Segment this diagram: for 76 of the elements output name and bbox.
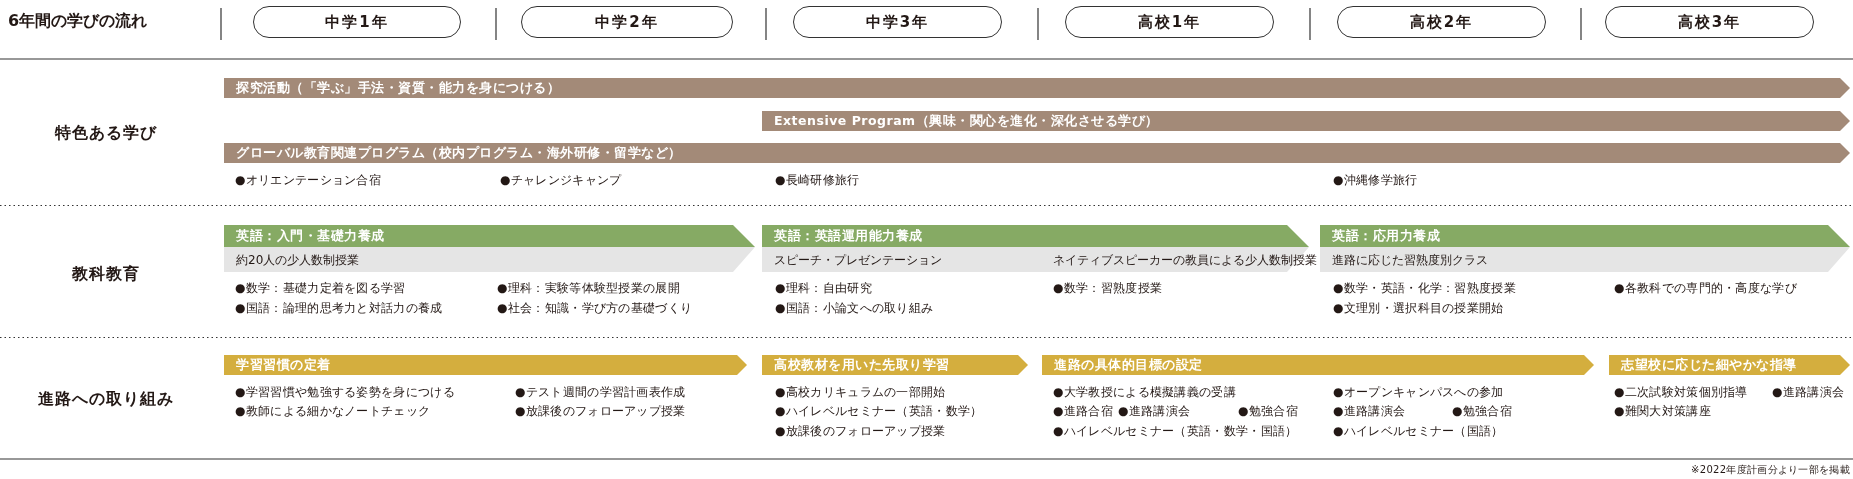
arrow-band <box>762 111 1850 131</box>
bullet-item: ●文理別・選択科目の授業開始 <box>1333 299 1504 317</box>
year-label: 高校1年 <box>1137 12 1202 32</box>
arrow-band <box>224 225 755 247</box>
band-label: Extensive Program（興味・関心を進化・深化させる学び） <box>774 112 1159 130</box>
bullet-item: ●理科：実験等体験型授業の展開 <box>497 279 680 297</box>
bullet-item: ●理科：自由研究 <box>775 279 872 297</box>
band-label: 英語：入門・基礎力養成 <box>236 227 385 245</box>
bullet-item: ●テスト週間の学習計画表作成 <box>515 383 686 401</box>
band-label: ネイティブスピーカーの教員による少人数制授業 <box>1053 251 1317 268</box>
band-label: 高校教材を用いた先取り学習 <box>774 356 950 374</box>
bullet-item: ●勉強合宿 <box>1238 402 1298 420</box>
arrow-band <box>762 355 1028 375</box>
bullet-item: ●進路講演会 <box>1772 383 1845 401</box>
year-label: 高校2年 <box>1409 12 1474 32</box>
bullet-item: ●国語：小論文への取り組み <box>775 299 934 317</box>
arrow-band <box>1609 355 1850 375</box>
band-label: 英語：応用力養成 <box>1332 227 1440 245</box>
bullet-item: ●放課後のフォローアップ授業 <box>775 422 946 440</box>
bullet-item: ●二次試験対策個別指導 <box>1614 383 1748 401</box>
bullet-item: ●高校カリキュラムの一部開始 <box>775 383 946 401</box>
band-label: スピーチ・プレゼンテーション <box>774 251 942 268</box>
year-pill <box>521 6 733 38</box>
year-pill <box>1065 6 1274 38</box>
bullet-item: ●ハイレベルセミナー（国語） <box>1333 422 1504 440</box>
bullet-item: ●数学：基礎力定着を図る学習 <box>235 279 406 297</box>
bullet-item: ●放課後のフォローアップ授業 <box>515 402 686 420</box>
year-label: 中学3年 <box>865 12 930 32</box>
bullet-item: ●難関大対策講座 <box>1614 402 1711 420</box>
bullet-item: ●教師による細かなノートチェック <box>235 402 431 420</box>
year-pill <box>793 6 1002 38</box>
subheading-band <box>1320 247 1850 272</box>
band-label: 探究活動（「学ぶ」手法・資質・能力を身につける） <box>236 79 560 97</box>
subheading-band <box>224 247 755 272</box>
bullet-item: ●オリエンテーション合宿 <box>235 171 382 189</box>
bullet-item: ●数学・英語・化学：習熟度授業 <box>1333 279 1516 297</box>
bullet-item: ●ハイレベルセミナー（英語・数学・国語） <box>1053 422 1298 440</box>
arrow-band <box>224 143 1850 163</box>
row-heading: 進路への取り組み <box>38 388 174 410</box>
arrow-band <box>224 78 1850 98</box>
year-label: 高校3年 <box>1677 12 1742 32</box>
band-label: グローバル教育関連プログラム（校内プログラム・海外研修・留学など） <box>236 144 682 162</box>
band-label: 学習習慣の定着 <box>236 356 331 374</box>
band-label: 進路に応じた習熟度別クラス <box>1332 251 1488 268</box>
bullet-item: ●チャレンジキャンプ <box>500 171 622 189</box>
bullet-item: ●長崎研修旅行 <box>775 171 860 189</box>
arrow-band <box>224 355 747 375</box>
year-pill <box>1337 6 1546 38</box>
row-heading: 特色ある学び <box>55 122 157 144</box>
band-label: 約20人の少人数制授業 <box>236 251 360 268</box>
bullet-item: ●進路合宿 <box>1053 402 1113 420</box>
arrow-band <box>1320 225 1850 247</box>
year-label: 中学2年 <box>595 12 659 32</box>
bullet-item: ●社会：知識・学び方の基礎づくり <box>497 299 693 317</box>
bullet-item: ●沖縄修学旅行 <box>1333 171 1418 189</box>
bullet-item: ●オープンキャンパスへの参加 <box>1333 383 1504 401</box>
year-label: 中学1年 <box>325 12 389 32</box>
band-label: 英語：英語運用能力養成 <box>774 227 923 245</box>
row-heading: 教科教育 <box>72 263 140 285</box>
band-label: 志望校に応じた細やかな指導 <box>1621 356 1797 374</box>
bullet-item: ●勉強合宿 <box>1452 402 1512 420</box>
footnote: ※2022年度計画分より一部を掲載 <box>1691 463 1850 477</box>
year-pill <box>1605 6 1814 38</box>
arrow-band <box>762 225 1309 247</box>
bullet-item: ●各教科での専門的・高度な学び <box>1614 279 1797 297</box>
bullet-item: ●進路講演会 <box>1118 402 1191 420</box>
bullet-item: ●ハイレベルセミナー（英語・数学） <box>775 402 983 420</box>
band-label: 進路の具体的目標の設定 <box>1054 356 1203 374</box>
bullet-item: ●国語：論理的思考力と対話力の養成 <box>235 299 443 317</box>
bullet-item: ●学習習慣や勉強する姿勢を身につける <box>235 383 455 401</box>
arrow-band <box>1042 355 1594 375</box>
diagram-title: 6年間の学びの流れ <box>8 10 148 32</box>
year-pill <box>253 6 461 38</box>
bullet-item: ●大学教授による模擬講義の受講 <box>1053 383 1236 401</box>
bullet-item: ●数学：習熟度授業 <box>1053 279 1163 297</box>
bullet-item: ●進路講演会 <box>1333 402 1406 420</box>
